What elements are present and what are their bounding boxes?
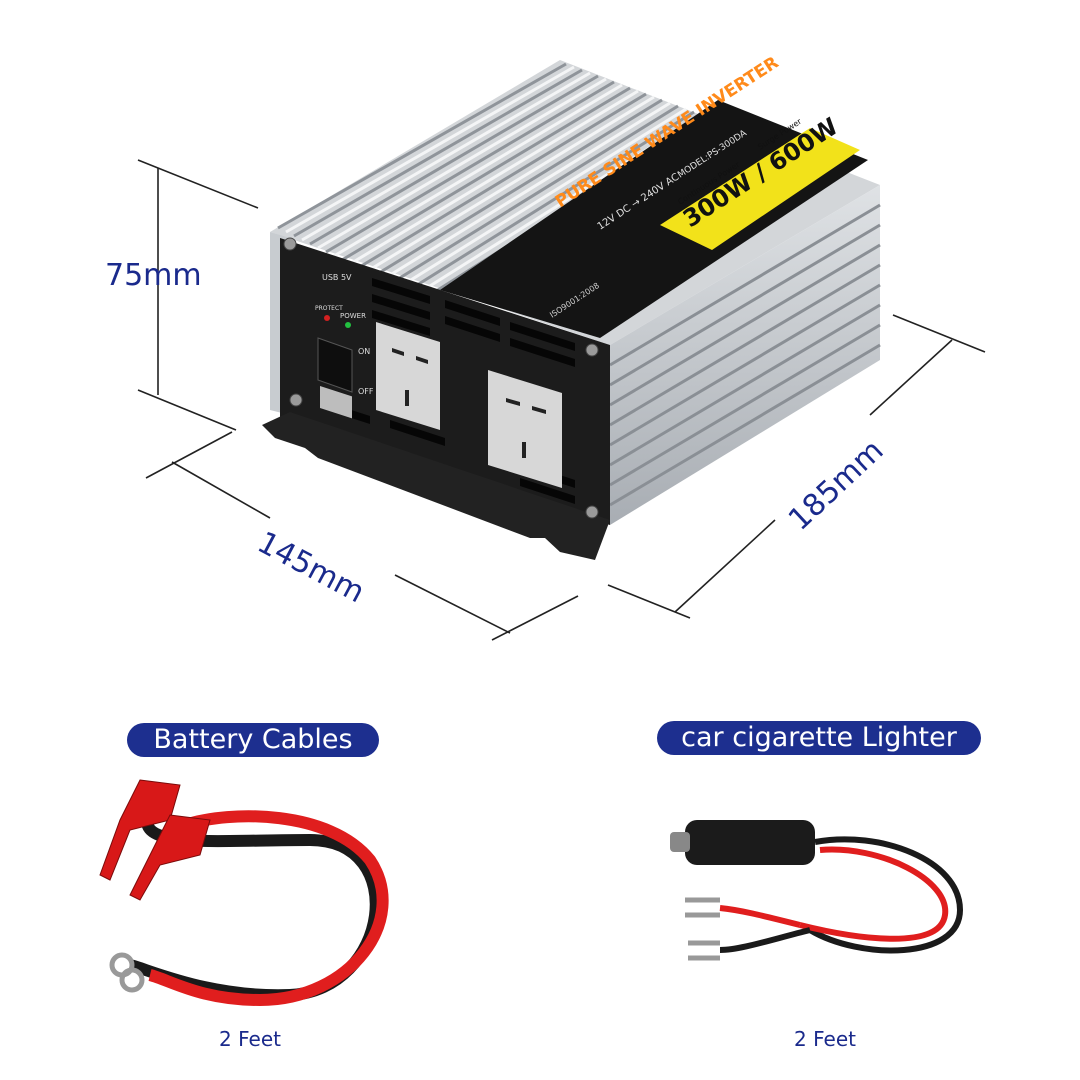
- off-label: OFF: [358, 387, 374, 396]
- battery-cables-title: Battery Cables: [127, 723, 379, 757]
- cigarette-lighter-caption: 2 Feet: [794, 1027, 856, 1051]
- screw-icon: [289, 393, 303, 407]
- heatsink-side: [609, 185, 881, 525]
- fork-terminal-icon: [685, 897, 720, 918]
- dimension-lines: [137, 159, 986, 641]
- battery-cables-caption: 2 Feet: [219, 1027, 281, 1051]
- screw-icon: [585, 505, 599, 519]
- power-led: [345, 322, 351, 328]
- inverter-illustration: PURE SINE WAVE INVERTER 12V DC → 240V AC…: [137, 53, 986, 641]
- cigarette-lighter-illustration: [670, 820, 964, 961]
- power-label: POWER: [340, 312, 366, 320]
- red-clamp-icon: [129, 814, 211, 901]
- front-panel: USB 5V PROTECT POWER ON OFF: [262, 237, 610, 560]
- battery-cables-illustration: [99, 779, 389, 1007]
- height-dimension-label: 75mm: [105, 258, 202, 293]
- lighter-plug-icon: [685, 820, 815, 865]
- on-label: ON: [358, 347, 370, 356]
- protect-label: PROTECT: [315, 305, 343, 312]
- power-switch: [317, 337, 353, 393]
- fork-terminal-icon: [688, 940, 720, 961]
- screw-icon: [283, 237, 297, 251]
- usb-port: [320, 385, 352, 419]
- screw-icon: [585, 343, 599, 357]
- ring-terminal-icon: [119, 967, 145, 993]
- cigarette-lighter-title: car cigarette Lighter: [657, 721, 981, 755]
- protect-led: [324, 315, 330, 321]
- red-clamp-icon: [99, 779, 181, 881]
- usb-label: USB 5V: [322, 273, 352, 282]
